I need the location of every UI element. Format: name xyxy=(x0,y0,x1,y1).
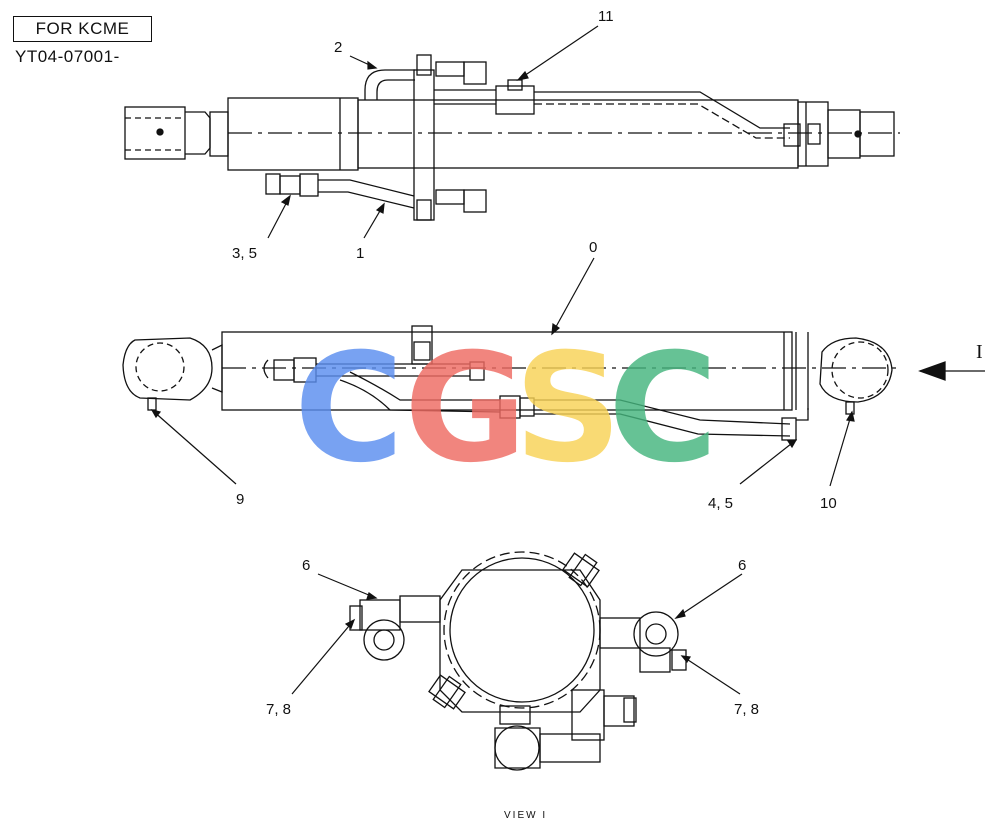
callout-3-5: 3, 5 xyxy=(232,245,257,262)
callout-7-8-left: 7, 8 xyxy=(266,701,291,718)
watermark-letter-4: C xyxy=(608,322,718,496)
middle-cylinder-view xyxy=(122,325,985,441)
view-arrow-label: I xyxy=(976,341,983,363)
cgsc-watermark: C G S C xyxy=(294,322,718,496)
callout-2: 2 xyxy=(334,39,342,56)
callout-7-8-right: 7, 8 xyxy=(734,701,759,718)
top-cylinder-view xyxy=(124,54,900,221)
watermark-letter-2: G xyxy=(404,322,527,496)
header-title-box: FOR KCME xyxy=(13,16,152,42)
callout-1: 1 xyxy=(356,245,364,262)
callout-6-left: 6 xyxy=(302,557,310,574)
watermark-letter-1: C xyxy=(294,322,404,496)
callout-9: 9 xyxy=(236,491,244,508)
callout-4-5: 4, 5 xyxy=(708,495,733,512)
watermark-letter-3: S xyxy=(514,322,622,496)
callout-6-right: 6 xyxy=(738,557,746,574)
bottom-end-view xyxy=(349,551,687,771)
callout-0: 0 xyxy=(589,239,597,256)
callout-labels: 2 11 3, 5 1 0 9 4, 5 10 6 6 7, 8 7, 8 I … xyxy=(232,8,983,821)
callout-11: 11 xyxy=(598,8,614,25)
callout-10: 10 xyxy=(820,495,837,512)
view-caption: VIEW I xyxy=(504,810,547,821)
leader-lines xyxy=(150,25,855,695)
header-code: YT04-07001- xyxy=(15,47,120,66)
